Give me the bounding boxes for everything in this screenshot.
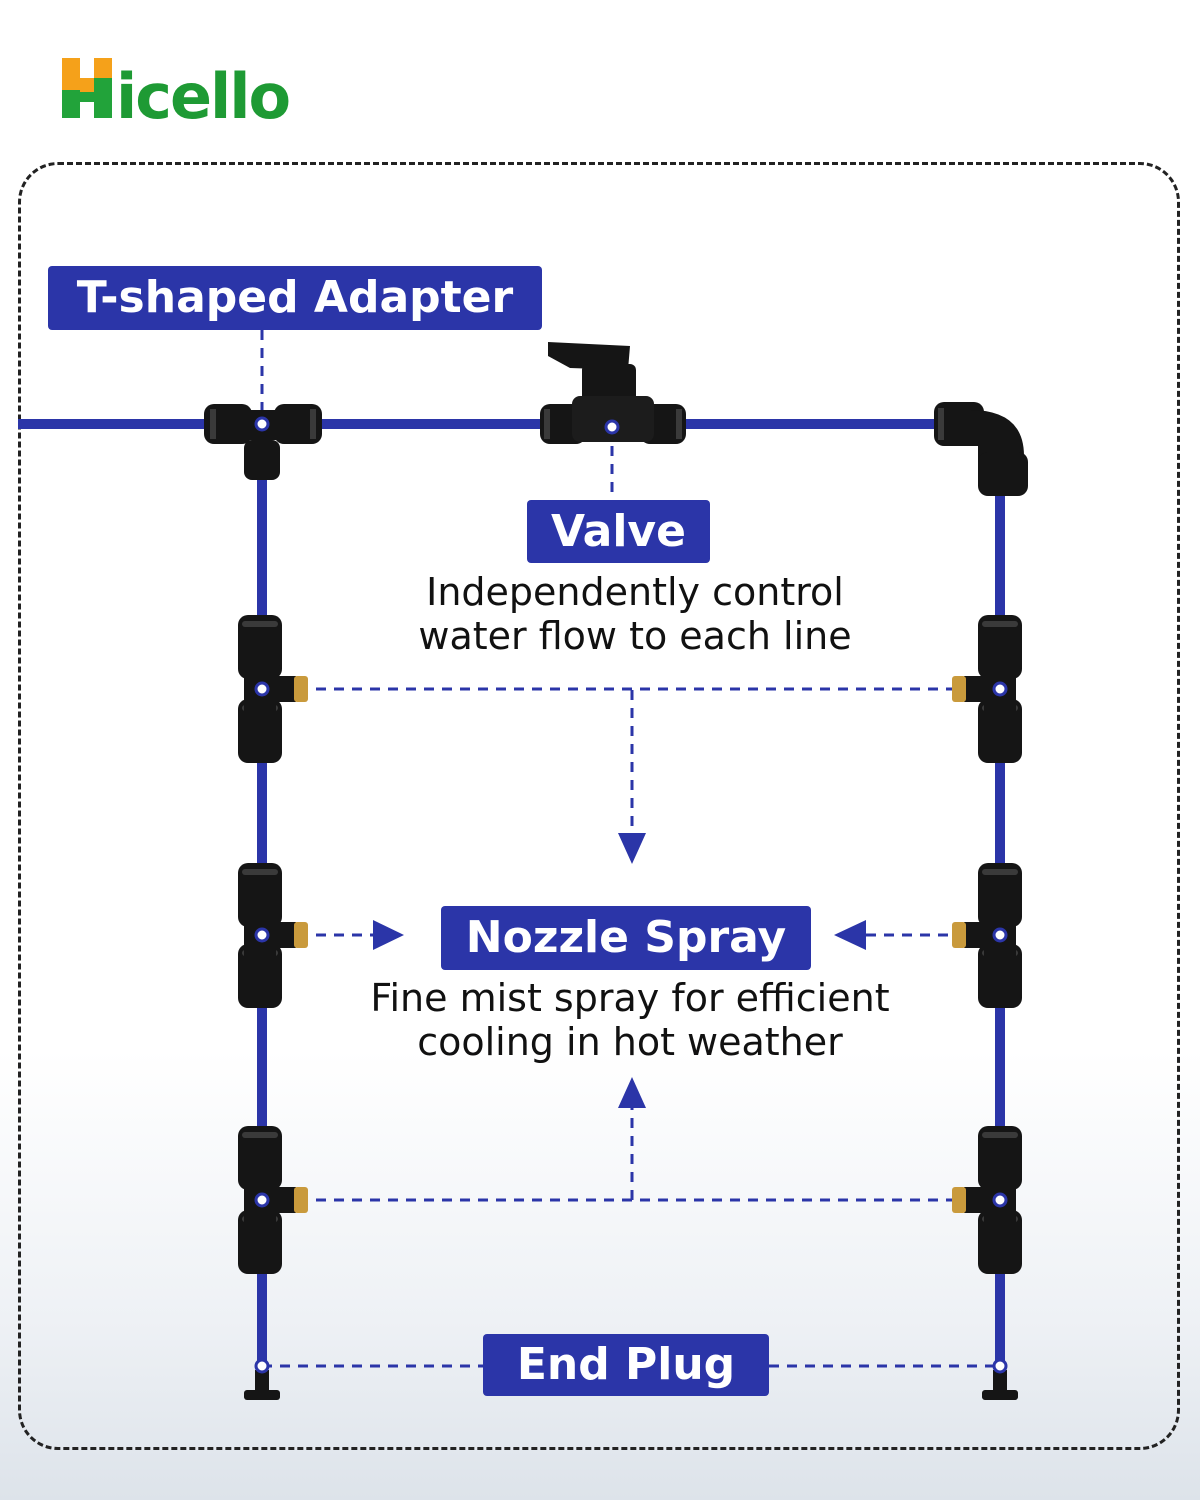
nozzle-tee-icon: [238, 615, 308, 763]
valve-description-line: Independently control: [426, 570, 844, 614]
svg-text:icello: icello: [116, 60, 289, 124]
elbow-icon: [934, 402, 1028, 496]
end-plug-label: End Plug: [483, 1334, 769, 1396]
end-plug-icon: [244, 1370, 280, 1400]
valve-description: Independently control water flow to each…: [340, 570, 930, 658]
nozzle-description-line: Fine mist spray for efficient: [370, 976, 890, 1020]
valve-icon: [540, 342, 686, 444]
hicello-logo: icello: [62, 58, 291, 133]
nozzle-tee-icon: [952, 1126, 1022, 1274]
connection-points: [254, 416, 1008, 1374]
tee-adapter-icon: [204, 404, 322, 480]
valve-label: Valve: [527, 500, 710, 563]
nozzle-tee-icon: [238, 863, 308, 1008]
end-plug-icon: [982, 1370, 1018, 1400]
valve-description-line: water flow to each line: [418, 614, 852, 658]
arrow-icon: [373, 833, 866, 1108]
nozzle-tee-icon: [952, 615, 1022, 763]
nozzle-tee-icon: [238, 1126, 308, 1274]
brand-logo: icello: [60, 52, 320, 133]
nozzle-spray-label: Nozzle Spray: [441, 906, 811, 970]
tee-adapter-label: T-shaped Adapter: [48, 266, 542, 330]
nozzle-description: Fine mist spray for efficient cooling in…: [300, 976, 960, 1064]
nozzle-tee-icon: [952, 863, 1022, 1008]
nozzle-description-line: cooling in hot weather: [417, 1020, 843, 1064]
tubing: [18, 419, 1005, 1372]
diagram-frame: [18, 162, 1180, 1450]
